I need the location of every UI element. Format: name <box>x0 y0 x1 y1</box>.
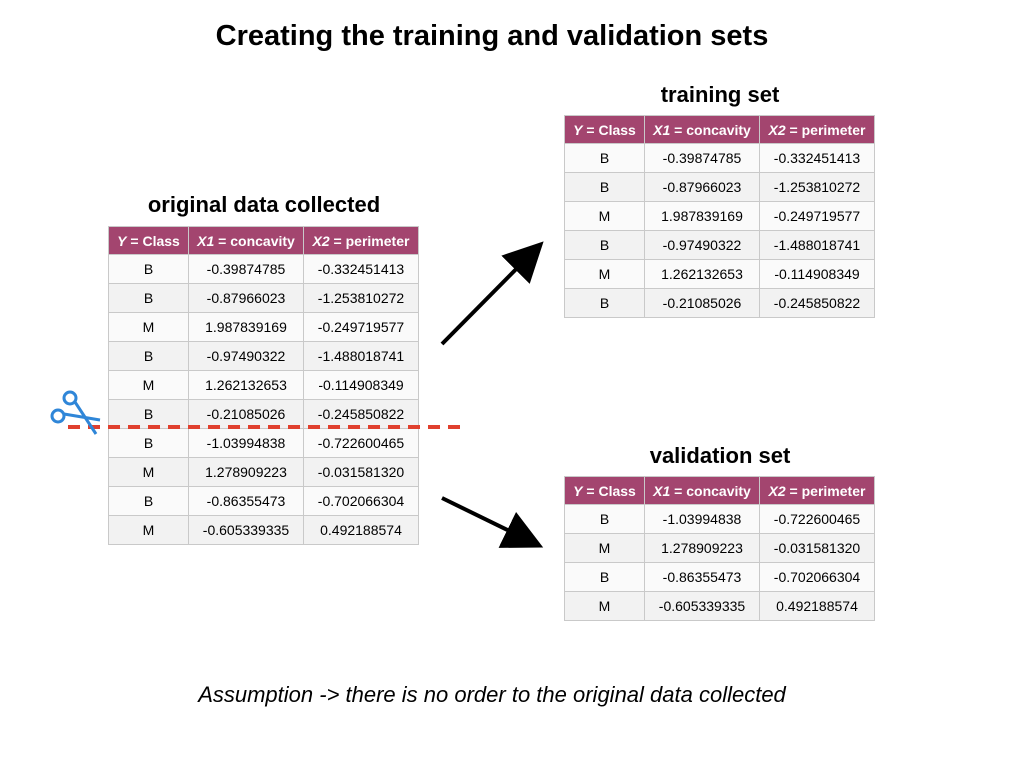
cell-concavity: 1.278909223 <box>188 457 304 487</box>
cell-concavity: 1.987839169 <box>644 201 760 231</box>
original-set-title: original data collected <box>147 192 381 217</box>
column-header-x2: X2 = perimeter <box>303 226 419 255</box>
cell-concavity: -0.97490322 <box>644 230 760 260</box>
cell-class: B <box>108 399 189 429</box>
cell-concavity: -0.605339335 <box>188 515 304 545</box>
cell-concavity: -1.03994838 <box>644 504 760 534</box>
column-header-x1: X1 = concavity <box>188 226 304 255</box>
cell-class: M <box>564 259 645 289</box>
column-header-y: Y = Class <box>564 115 645 144</box>
cell-class: B <box>564 172 645 202</box>
cell-concavity: -0.87966023 <box>644 172 760 202</box>
table-row: B-1.03994838-0.722600465 <box>564 504 875 534</box>
cell-class: B <box>108 341 189 371</box>
cell-concavity: 1.262132653 <box>644 259 760 289</box>
cell-class: B <box>564 230 645 260</box>
cell-concavity: 1.262132653 <box>188 370 304 400</box>
cell-perimeter: -0.114908349 <box>303 370 419 400</box>
column-header-x1: X1 = concavity <box>644 115 760 144</box>
table-row: B-0.21085026-0.245850822 <box>108 399 419 429</box>
cell-perimeter: -0.245850822 <box>759 288 875 318</box>
table-row: B-0.97490322-1.488018741 <box>564 230 875 260</box>
cell-perimeter: -1.253810272 <box>303 283 419 313</box>
training-set-title: training set <box>660 82 780 107</box>
scissors-icon <box>50 390 101 435</box>
cell-concavity: -0.97490322 <box>188 341 304 371</box>
column-header-x2: X2 = perimeter <box>759 115 875 144</box>
cell-perimeter: -0.722600465 <box>303 428 419 458</box>
cell-class: B <box>564 288 645 318</box>
cell-perimeter: -0.245850822 <box>303 399 419 429</box>
cell-perimeter: 0.492188574 <box>303 515 419 545</box>
cell-perimeter: -0.114908349 <box>759 259 875 289</box>
cell-concavity: -0.39874785 <box>188 254 304 284</box>
cell-class: M <box>108 515 189 545</box>
cell-class: B <box>108 254 189 284</box>
arrow-down-right-icon <box>441 496 544 548</box>
cell-class: M <box>108 370 189 400</box>
cell-concavity: -0.605339335 <box>644 591 760 621</box>
cell-concavity: -0.87966023 <box>188 283 304 313</box>
table-row: B-0.87966023-1.253810272 <box>108 283 419 313</box>
cell-concavity: -0.21085026 <box>644 288 760 318</box>
cell-concavity: -0.86355473 <box>644 562 760 592</box>
table-header-row: Y = Class X1 = concavity X2 = perimeter <box>564 476 875 505</box>
table-row: B-1.03994838-0.722600465 <box>108 428 419 458</box>
table-row: B-0.21085026-0.245850822 <box>564 288 875 318</box>
page-title: Creating the training and validation set… <box>215 20 769 52</box>
cell-perimeter: -0.031581320 <box>303 457 419 487</box>
cell-perimeter: -0.332451413 <box>759 143 875 173</box>
column-header-x1: X1 = concavity <box>644 476 760 505</box>
table-row: B-0.97490322-1.488018741 <box>108 341 419 371</box>
cell-perimeter: -0.722600465 <box>759 504 875 534</box>
validation-set-table: Y = Class X1 = concavity X2 = perimeter … <box>564 476 875 621</box>
cell-perimeter: -0.702066304 <box>303 486 419 516</box>
cell-concavity: 1.278909223 <box>644 533 760 563</box>
arrow-up-right-icon <box>440 241 544 346</box>
cell-concavity: 1.987839169 <box>188 312 304 342</box>
cell-perimeter: -1.488018741 <box>303 341 419 371</box>
column-header-y: Y = Class <box>108 226 189 255</box>
cell-class: B <box>108 428 189 458</box>
table-row: B-0.87966023-1.253810272 <box>564 172 875 202</box>
cell-perimeter: -0.031581320 <box>759 533 875 563</box>
table-row: B-0.39874785-0.332451413 <box>108 254 419 284</box>
cell-perimeter: -0.249719577 <box>303 312 419 342</box>
validation-set-title: validation set <box>649 443 791 468</box>
table-row: B-0.86355473-0.702066304 <box>564 562 875 592</box>
table-header-row: Y = Class X1 = concavity X2 = perimeter <box>564 115 875 144</box>
cell-class: M <box>108 457 189 487</box>
cell-perimeter: 0.492188574 <box>759 591 875 621</box>
assumption-note: Assumption -> there is no order to the o… <box>198 682 786 707</box>
table-header-row: Y = Class X1 = concavity X2 = perimeter <box>108 226 419 255</box>
column-header-y: Y = Class <box>564 476 645 505</box>
training-set-table: Y = Class X1 = concavity X2 = perimeter … <box>564 115 875 318</box>
cell-class: B <box>108 283 189 313</box>
cell-concavity: -0.39874785 <box>644 143 760 173</box>
cell-class: B <box>564 504 645 534</box>
cell-perimeter: -1.488018741 <box>759 230 875 260</box>
table-row: B-0.39874785-0.332451413 <box>564 143 875 173</box>
cell-perimeter: -1.253810272 <box>759 172 875 202</box>
cell-perimeter: -0.332451413 <box>303 254 419 284</box>
cell-class: M <box>564 591 645 621</box>
column-header-x2: X2 = perimeter <box>759 476 875 505</box>
cell-concavity: -1.03994838 <box>188 428 304 458</box>
original-data-table: Y = Class X1 = concavity X2 = perimeter … <box>108 226 419 545</box>
cell-concavity: -0.21085026 <box>188 399 304 429</box>
